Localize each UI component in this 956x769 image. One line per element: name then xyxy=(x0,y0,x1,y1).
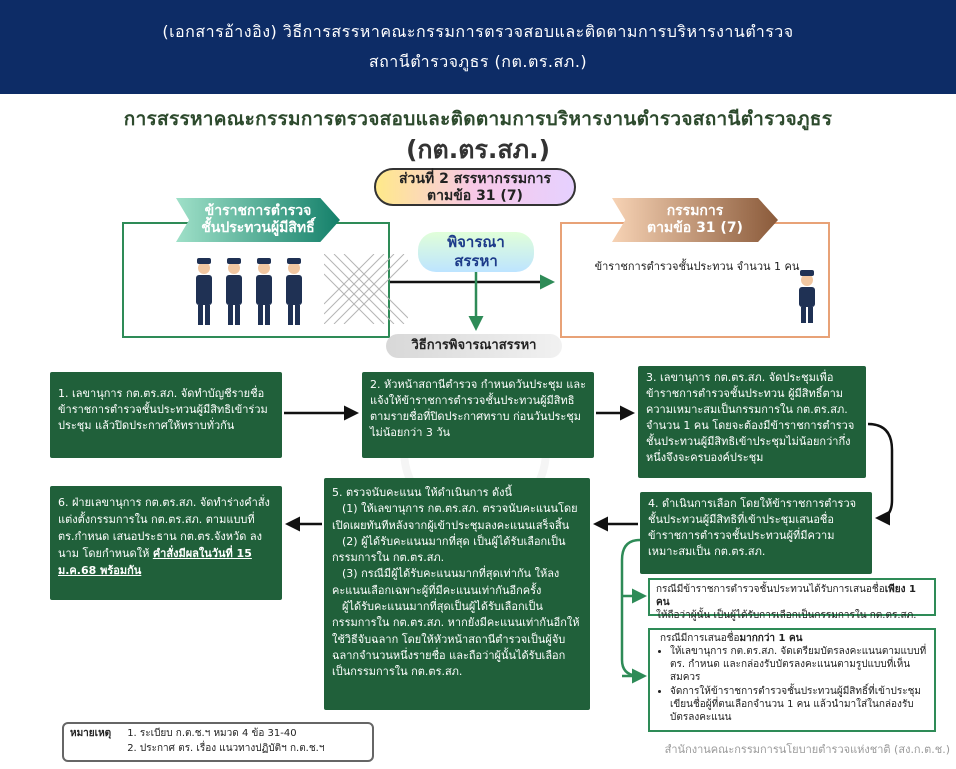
section-line-1: ส่วนที่ 2 สรรหากรรมการ xyxy=(399,171,551,187)
notes-items: 1. ระเบียบ ก.ต.ช.ฯ หมวด 4 ข้อ 31-40 2. ป… xyxy=(127,726,324,756)
step-3-box: 3. เลขานุการ กต.ตร.สภ. จัดประชุมเพื่อข้า… xyxy=(638,366,866,478)
step-1-box: 1. เลขานุการ กต.ตร.สภ. จัดทำบัญชีรายชื่อ… xyxy=(50,372,282,458)
step-4-box: 4. ดำเนินการเลือก โดยให้ข้าราชการตำรวจชั… xyxy=(640,492,872,574)
step-6-text: 6. ฝ่ายเลขานุการ กต.ตร.สภ. จัดทำร่างคำสั… xyxy=(58,496,270,560)
case-multiple-nominees: กรณีมีการเสนอชื่อมากกว่า 1 คน ให้เลขานุก… xyxy=(648,628,936,732)
mesh-pattern xyxy=(324,254,408,324)
method-pill: วิธีการพิจารณาสรรหา xyxy=(386,334,562,358)
consider-line-2: สรรหา xyxy=(454,252,498,270)
footer-credit: สำนักงานคณะกรรมการนโยบายตำรวจแห่งชาติ (ส… xyxy=(664,743,950,756)
case-single-nominee: กรณีมีข้าราชการตำรวจชั้นประทวนได้รับการเ… xyxy=(648,578,936,621)
section-line-2: ตามข้อ 31 (7) xyxy=(427,188,523,204)
main-title: การสรรหาคณะกรรมการตรวจสอบและติดตามการบริ… xyxy=(123,108,833,130)
police-officers-icon xyxy=(196,258,302,325)
consider-pill: พิจารณา สรรหา xyxy=(418,232,534,272)
step-5-item-1: (1) ให้เลขานุการ กต.ตร.สภ. ตรวจนับคะแนนโ… xyxy=(332,502,578,532)
step-5-item-4: ผู้ได้รับคะแนนมากที่สุดเป็นผู้ได้รับเลือ… xyxy=(332,600,580,679)
case-1-bold: เพียง 1 คน xyxy=(656,584,916,608)
step-5-box: 5. ตรวจนับคะแนน ให้ดำเนินการ ดังนี้ (1) … xyxy=(324,478,590,710)
case-2-item-1: ให้เลขานุการ กต.ตร.สภ. จัดเตรียมบัตรลงคะ… xyxy=(670,645,928,684)
left-group-banner: ข้าราชการตำรวจ ชั้นประทวนผู้มีสิทธิ์ xyxy=(176,198,340,242)
step-6-effective-date: คำสั่งมีผลในวันที่ 15 ม.ค.68 พร้อมกัน xyxy=(58,547,252,577)
case-1-pre: กรณีมีข้าราชการตำรวจชั้นประทวนได้รับการเ… xyxy=(656,584,885,595)
notes-item-1: 1. ระเบียบ ก.ต.ช.ฯ หมวด 4 ข้อ 31-40 xyxy=(127,728,297,739)
header-line-2: สถานีตำรวจภูธร (กต.ตร.สภ.) xyxy=(368,52,588,71)
right-group-banner: กรรมการ ตามข้อ 31 (7) xyxy=(612,198,778,242)
step-6-box: 6. ฝ่ายเลขานุการ กต.ตร.สภ. จัดทำร่างคำสั… xyxy=(50,486,282,600)
step-5-title: 5. ตรวจนับคะแนน ให้ดำเนินการ ดังนี้ xyxy=(332,486,513,499)
case-2-pre: กรณีมีการเสนอชื่อ xyxy=(660,633,740,644)
step-5-item-3: (3) กรณีมีผู้ได้รับคะแนนมากที่สุดเท่ากัน… xyxy=(332,567,560,597)
header-line-1: (เอกสารอ้างอิง) วิธีการสรรหาคณะกรรมการตร… xyxy=(162,22,794,41)
notes-box: หมายเหตุ 1. ระเบียบ ก.ต.ช.ฯ หมวด 4 ข้อ 3… xyxy=(62,722,374,762)
case-2-list: ให้เลขานุการ กต.ตร.สภ. จัดเตรียมบัตรลงคะ… xyxy=(656,645,928,724)
right-panel-text: ข้าราชการตำรวจชั้นประทวน จำนวน 1 คน xyxy=(594,260,800,273)
step-2-box: 2. หัวหน้าสถานีตำรวจ กำหนดวันประชุม และแ… xyxy=(362,372,594,458)
notes-item-2: 2. ประกาศ ตร. เรื่อง แนวทางปฏิบัติฯ ก.ต.… xyxy=(127,743,325,754)
case-2-item-2: จัดการให้ข้าราชการตำรวจชั้นประทวนผู้มีสิ… xyxy=(670,685,928,724)
bracket-to-cases xyxy=(620,538,641,678)
section-pill: ส่วนที่ 2 สรรหากรรมการ ตามข้อ 31 (7) xyxy=(374,168,576,206)
header-bar: (เอกสารอ้างอิง) วิธีการสรรหาคณะกรรมการตร… xyxy=(0,0,956,94)
left-banner-line-2: ชั้นประทวนผู้มีสิทธิ์ xyxy=(201,220,315,236)
case-1-post: ให้ถือว่าผู้นั้น เป็นผู้ได้รับการเลือกเป… xyxy=(656,610,917,621)
notes-label: หมายเหตุ xyxy=(70,728,112,739)
left-banner-line-1: ข้าราชการตำรวจ xyxy=(204,203,312,219)
main-title-abbr: (กต.ตร.สภ.) xyxy=(405,135,551,164)
right-banner-line-1: กรรมการ xyxy=(666,203,724,219)
police-officer-icon xyxy=(799,270,815,323)
right-banner-line-2: ตามข้อ 31 (7) xyxy=(647,220,743,236)
case-2-bold: มากกว่า 1 คน xyxy=(739,633,803,644)
consider-line-1: พิจารณา xyxy=(447,233,505,251)
step-5-item-2: (2) ผู้ได้รับคะแนนมากที่สุด เป็นผู้ได้รั… xyxy=(332,534,566,565)
